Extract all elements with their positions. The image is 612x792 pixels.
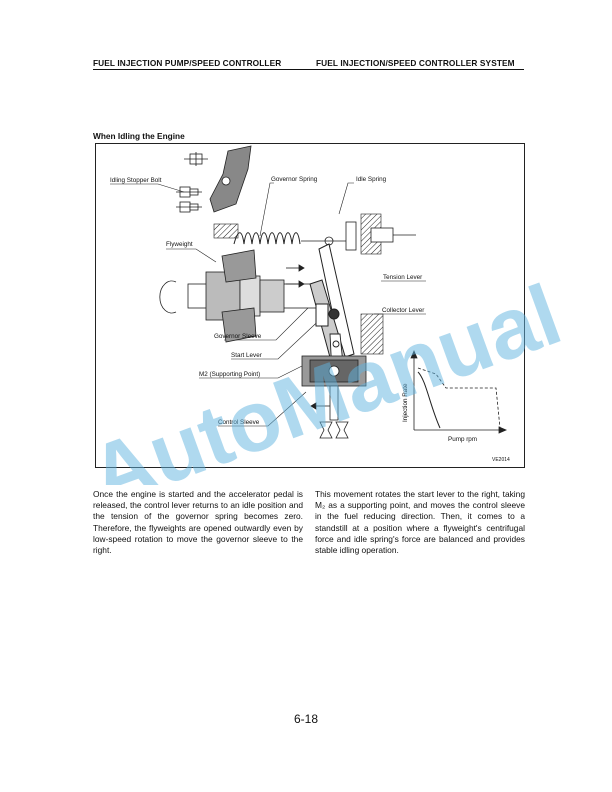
label-tension-lever: Tension Lever — [383, 274, 422, 281]
idling-stopper-bolt-top — [184, 152, 208, 166]
injection-rate-graph — [410, 349, 508, 434]
label-collector-lever: Collector Lever — [382, 307, 424, 314]
diagram-canvas: Idling Stopper Bolt Governor Spring Idle… — [110, 145, 510, 463]
label-idling-stopper-bolt: Idling Stopper Bolt — [110, 177, 162, 184]
label-governor-spring: Governor Spring — [271, 176, 318, 183]
control-sleeve — [310, 402, 349, 439]
page-number: 6-18 — [293, 712, 319, 726]
header-right-title: FUEL INJECTION/SPEED CONTROLLER SYSTEM — [316, 58, 515, 68]
plunger-assembly — [301, 355, 367, 421]
governor-spring — [233, 232, 301, 245]
label-idle-spring: Idle Spring — [356, 176, 387, 183]
header-left-title: FUEL INJECTION PUMP/SPEED CONTROLLER — [93, 58, 282, 68]
flyweight — [221, 249, 257, 343]
graph-x-label: Pump rpm — [448, 436, 477, 443]
label-m2-supporting-point: M2 (Supporting Point) — [199, 371, 260, 378]
control-lever — [209, 145, 252, 213]
figure-code: VE2014 — [492, 457, 510, 463]
governor-diagram: Idling Stopper Bolt Governor Spring Idle… — [95, 143, 525, 468]
header-rule — [93, 69, 524, 70]
body-text-left: Once the engine is started and the accel… — [93, 489, 303, 556]
body-text-right: This movement rotates the start lever to… — [315, 489, 525, 556]
label-control-sleeve: Control Sleeve — [218, 419, 260, 426]
idling-stopper-bolt — [176, 186, 202, 213]
label-governor-sleeve: Governor Sleeve — [214, 333, 262, 340]
graph-y-label: Injection Rate — [402, 383, 409, 422]
section-title: When Idling the Engine — [93, 131, 185, 141]
governor-shaft — [159, 271, 323, 321]
idle-spring-assembly — [301, 221, 416, 251]
governor-sleeve — [259, 279, 285, 313]
label-flyweight: Flyweight — [166, 241, 193, 248]
label-start-lever: Start Lever — [231, 352, 262, 359]
